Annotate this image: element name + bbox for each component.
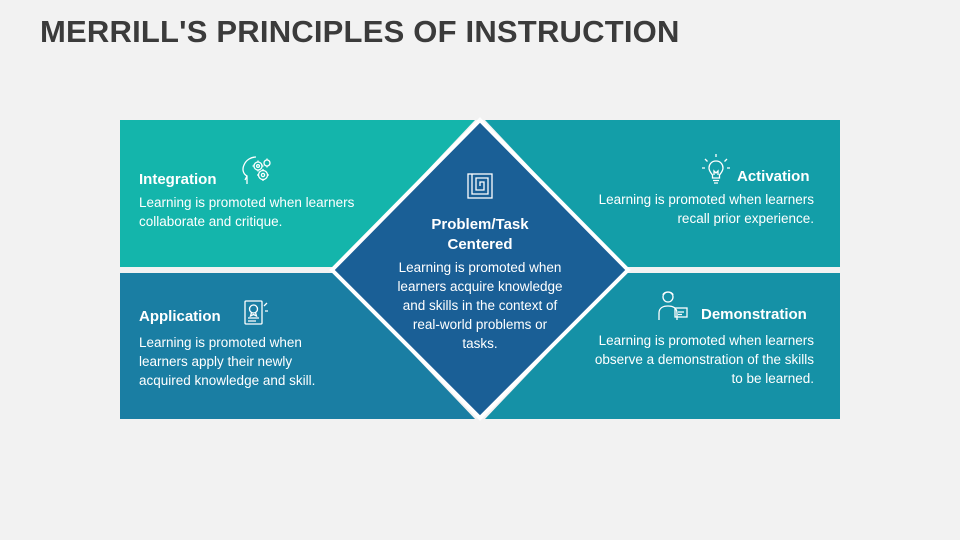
center-diamond: [329, 117, 631, 421]
panel-activation: [485, 120, 840, 267]
integration-heading: Integration: [139, 171, 217, 188]
center-heading-line2: Centered: [447, 236, 513, 253]
panel-demonstration: [485, 273, 840, 419]
center-heading-line1: Problem/Task: [431, 216, 529, 233]
demonstration-description: Learning is promoted when learners obser…: [594, 333, 814, 386]
activation-heading: Activation: [737, 168, 810, 185]
application-heading: Application: [139, 308, 221, 325]
center-description: Learning is promoted when learners acqui…: [397, 260, 563, 351]
page-title: MERRILL'S PRINCIPLES OF INSTRUCTION: [40, 14, 680, 49]
panel-application: [120, 273, 475, 419]
integration-description: Learning is promoted when learners colla…: [139, 195, 355, 229]
activation-description: Learning is promoted when learners recal…: [598, 192, 814, 226]
panel-integration: [120, 120, 475, 267]
demonstration-heading: Demonstration: [701, 306, 807, 323]
application-description: Learning is promoted when learners apply…: [139, 335, 316, 388]
